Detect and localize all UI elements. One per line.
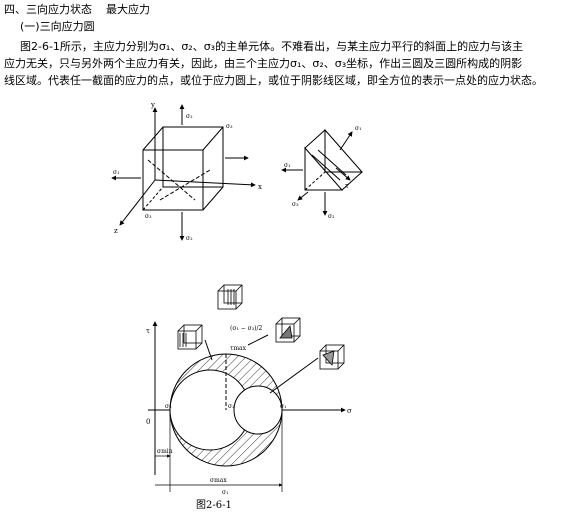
- cube-axis-x: x: [258, 183, 262, 191]
- mohr-sigma1-bottom: σ₁: [222, 489, 229, 496]
- paragraph-line-3: 线区域。代表任一截面的应力的点，或位于应力圆上，或位于阴影线区域，即全方位的表示…: [4, 74, 543, 87]
- prism-sigma3: σ₃: [292, 201, 299, 208]
- mohr-origin: 0: [146, 418, 150, 426]
- mohr-tau-max: τmax: [230, 345, 247, 352]
- oblique-section-prism: [281, 128, 364, 216]
- paragraph-line-2: 应力无关，只与另外两个主应力有关，因此，由三个主应力σ₁、σ₂、σ₃坐标，作出三…: [4, 57, 523, 70]
- prism-tau: τ: [345, 182, 349, 190]
- paragraph-line-1: 图2-6-1所示，主应力分别为σ₁、σ₂、σ₃的主单元体。不难看出，与某主应力平…: [20, 40, 524, 53]
- cube-sigma2-bottom: σ₂: [186, 235, 193, 242]
- cube-sigma3-bottom: σ₃: [145, 213, 152, 220]
- prism-sigma2: σ₂: [328, 213, 335, 220]
- prism-sigma-n: σ₁: [355, 125, 362, 132]
- mohr-circles: [148, 321, 346, 492]
- mohr-sigma-axis: σ: [347, 407, 352, 415]
- mohr-half-difference: (σ₁ − σ₃)/2: [230, 325, 263, 332]
- prism-sigma1: σ₁: [284, 162, 291, 169]
- principal-element-cube: [111, 104, 256, 241]
- small-cube-icons: [177, 284, 345, 370]
- mohr-sigma-min: σmin: [157, 448, 173, 455]
- mohr-tau-axis: τ: [146, 327, 150, 335]
- cube-axis-z: z: [114, 227, 118, 235]
- mohr-sigma1: σ₁: [280, 403, 287, 410]
- mohr-sigma-max: σmax: [210, 477, 227, 484]
- mohr-sigma3: σ₃: [165, 403, 172, 410]
- cube-sigma1-left: σ₁: [113, 169, 120, 176]
- section-heading: 四、三向应力状态 最大应力: [4, 3, 150, 16]
- section-title: 四、三向应力状态: [4, 3, 92, 16]
- cube-sigma3-corner: σ₃: [226, 123, 233, 130]
- subsection-heading: (一)三向应力圆: [20, 20, 95, 33]
- cube-sigma2-top: σ₂: [186, 113, 193, 120]
- mohr-sigma2: σ₂: [228, 403, 235, 410]
- figure-caption: 图2-6-1: [196, 499, 232, 511]
- section-subtitle: 最大应力: [106, 3, 150, 16]
- cube-axis-y: y: [150, 101, 155, 109]
